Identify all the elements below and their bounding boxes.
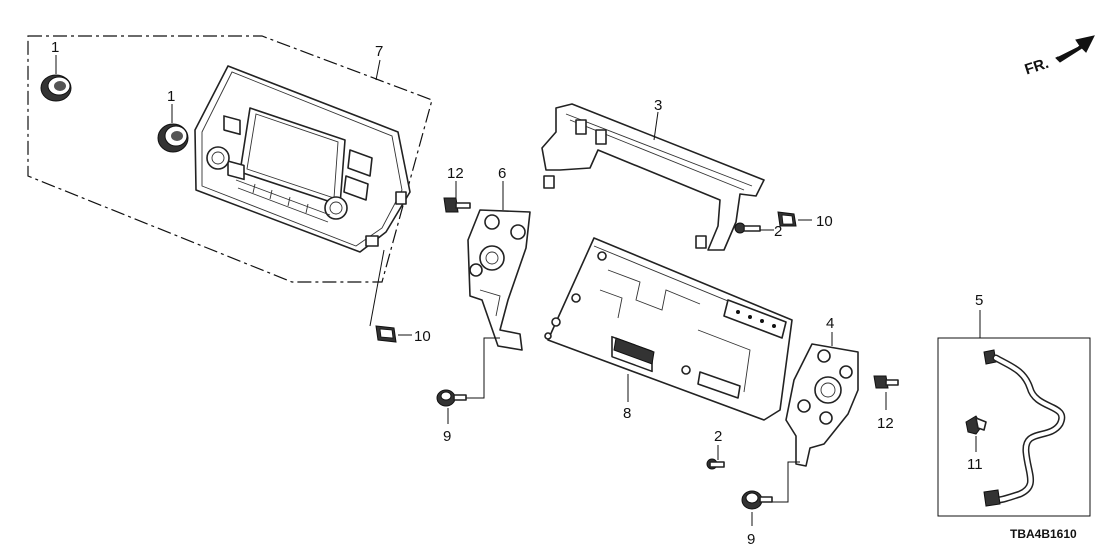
screw-part-2a: [734, 222, 761, 234]
leader-bolt-9b-path: [770, 461, 800, 503]
callout-clip-lower: 10: [414, 328, 431, 345]
callout-screw-lower: 2: [714, 428, 722, 445]
callout-bracket-upper: 3: [654, 97, 662, 114]
bolt-part-12a: [443, 197, 471, 213]
display-panel-part-7: [194, 65, 411, 253]
callout-knob-b: 1: [167, 88, 175, 105]
leader-bracket-3: [653, 111, 659, 141]
callout-display-panel: 7: [375, 43, 383, 60]
clip-part-10a: [777, 211, 797, 227]
leader-panel: [375, 59, 381, 81]
clip-part-10b: [375, 325, 397, 343]
bolt-part-9a: [436, 389, 467, 407]
bracket-part-6: [467, 209, 531, 351]
callout-knob-a: 1: [51, 39, 59, 56]
wire-harness-part-5: [983, 349, 1066, 507]
callout-bolt-right-small: 12: [877, 415, 894, 432]
callout-screw-upper: 2: [774, 223, 782, 240]
callout-bolt-center: 12: [447, 165, 464, 182]
callout-wire-harness: 5: [975, 292, 983, 309]
knob-part-1b: [157, 123, 189, 153]
front-direction-arrow: [1055, 35, 1095, 63]
callout-bolt-left: 9: [443, 428, 451, 445]
callout-chassis: 8: [623, 405, 631, 422]
diagram-code: TBA4B1610: [1010, 527, 1077, 541]
panel-group-outline: [27, 35, 433, 283]
front-direction-label: FR.: [1023, 55, 1051, 79]
chassis-part-8: [544, 237, 793, 421]
callout-bracket-left: 6: [498, 165, 506, 182]
screw-part-2b: [706, 458, 725, 470]
callout-clip-upper: 10: [816, 213, 833, 230]
callout-bracket-right: 4: [826, 315, 834, 332]
callout-wire-clip: 11: [967, 456, 983, 473]
bracket-part-3: [541, 103, 765, 251]
bolt-part-12b: [873, 375, 899, 389]
callout-bolt-right: 9: [747, 531, 755, 548]
bolt-part-9b: [741, 490, 773, 510]
knob-part-1a: [40, 74, 72, 102]
wire-harness-box: [937, 337, 1091, 517]
leader-bolt-9a-path: [458, 337, 500, 399]
bracket-part-4: [785, 343, 859, 467]
leader-clip-b-panel: [369, 249, 385, 327]
wire-clip-part-11: [965, 415, 987, 435]
